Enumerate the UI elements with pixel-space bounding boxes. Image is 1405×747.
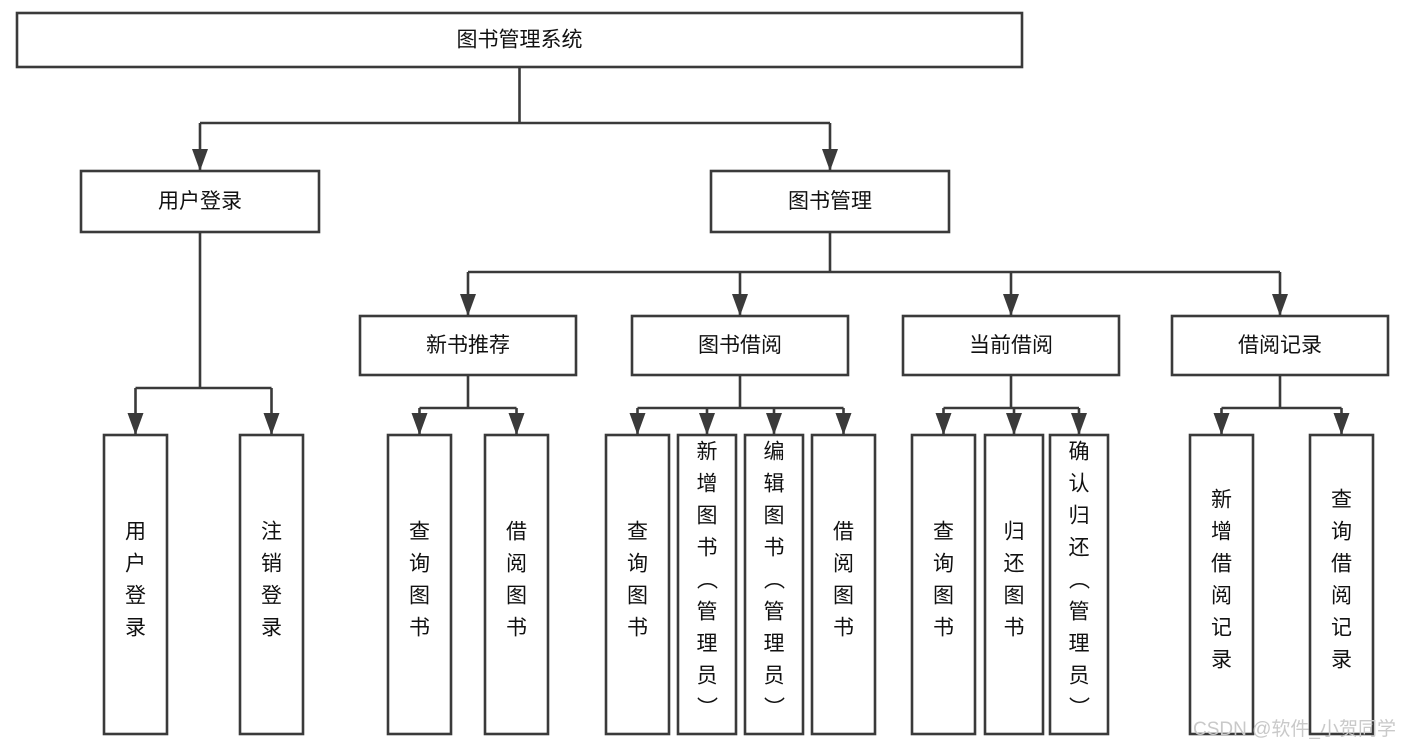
arrow-head-icon xyxy=(1006,413,1022,435)
node-label: 归还图书 xyxy=(1004,521,1025,640)
node-box[interactable] xyxy=(604,433,671,736)
arrow-head-icon xyxy=(766,413,782,435)
arrow-head-icon xyxy=(127,413,144,435)
node-level3-1[interactable]: 图书借阅 xyxy=(630,314,850,377)
arrow-head-icon xyxy=(699,413,715,435)
arrow-head-icon xyxy=(1003,294,1019,316)
arrow-head-icon xyxy=(192,149,208,171)
node-box[interactable] xyxy=(743,433,805,736)
node-box[interactable] xyxy=(386,433,453,736)
node-leaf-10[interactable]: 确认归还（管理员） xyxy=(1048,433,1110,736)
node-box[interactable] xyxy=(238,433,305,736)
csdn-watermark: CSDN @软件_小贺同学 xyxy=(1193,718,1396,740)
connector-lines-group xyxy=(127,67,1350,435)
node-leaf-8[interactable]: 查询图书 xyxy=(910,433,977,736)
arrow-head-icon xyxy=(822,149,838,171)
arrow-head-icon xyxy=(732,294,748,316)
node-box[interactable] xyxy=(676,433,738,736)
node-box[interactable] xyxy=(1188,433,1255,736)
node-root-0[interactable]: 图书管理系统 xyxy=(15,11,1024,69)
arrow-head-icon xyxy=(460,294,476,316)
node-level3-2[interactable]: 当前借阅 xyxy=(901,314,1121,377)
node-label: 确认归还（管理员） xyxy=(1069,441,1091,720)
node-box[interactable] xyxy=(1170,314,1390,377)
node-label: 用户登录 xyxy=(125,521,146,640)
node-box[interactable] xyxy=(630,314,850,377)
arrow-head-icon xyxy=(835,413,852,435)
node-leaf-6[interactable]: 编辑图书（管理员） xyxy=(743,433,805,736)
arrow-head-icon xyxy=(1333,413,1350,435)
node-level2-1[interactable]: 图书管理 xyxy=(709,169,951,234)
arrow-head-icon xyxy=(1071,413,1087,435)
node-label: 借阅图书 xyxy=(833,521,854,640)
node-box[interactable] xyxy=(709,169,951,234)
node-box[interactable] xyxy=(910,433,977,736)
node-leaf-12[interactable]: 查询借阅记录 xyxy=(1308,433,1375,736)
arrow-head-icon xyxy=(935,413,952,435)
arrow-head-icon xyxy=(1213,413,1230,435)
node-label: 查询图书 xyxy=(933,521,954,640)
node-box[interactable] xyxy=(483,433,550,736)
node-label: 编辑图书（管理员） xyxy=(764,441,786,720)
arrow-head-icon xyxy=(508,413,525,435)
node-label: 图书管理 xyxy=(788,190,872,213)
node-label: 用户登录 xyxy=(158,190,242,213)
node-label: 查询图书 xyxy=(409,521,430,640)
node-label: 新增借阅记录 xyxy=(1211,489,1232,672)
node-leaf-5[interactable]: 新增图书（管理员） xyxy=(676,433,738,736)
node-label: 图书管理系统 xyxy=(457,29,583,52)
node-boxes-group: 图书管理系统用户登录图书管理新书推荐图书借阅当前借阅借阅记录用户登录注销登录查询… xyxy=(15,11,1390,736)
node-level3-3[interactable]: 借阅记录 xyxy=(1170,314,1390,377)
node-leaf-2[interactable]: 查询图书 xyxy=(386,433,453,736)
node-label: 图书借阅 xyxy=(698,334,782,357)
node-box[interactable] xyxy=(901,314,1121,377)
node-leaf-9[interactable]: 归还图书 xyxy=(983,433,1045,736)
node-label: 借阅记录 xyxy=(1238,334,1322,357)
node-leaf-4[interactable]: 查询图书 xyxy=(604,433,671,736)
node-label: 查询借阅记录 xyxy=(1331,489,1352,672)
arrow-head-icon xyxy=(411,413,428,435)
node-box[interactable] xyxy=(1048,433,1110,736)
node-leaf-3[interactable]: 借阅图书 xyxy=(483,433,550,736)
node-label: 注销登录 xyxy=(261,521,282,640)
node-leaf-11[interactable]: 新增借阅记录 xyxy=(1188,433,1255,736)
node-label: 借阅图书 xyxy=(506,521,527,640)
arrow-head-icon xyxy=(1272,294,1288,316)
node-level2-0[interactable]: 用户登录 xyxy=(79,169,321,234)
node-leaf-1[interactable]: 注销登录 xyxy=(238,433,305,736)
node-label: 新增图书（管理员） xyxy=(697,441,719,720)
node-label: 查询图书 xyxy=(627,521,648,640)
arrow-head-icon xyxy=(263,413,280,435)
node-box[interactable] xyxy=(102,433,169,736)
node-leaf-0[interactable]: 用户登录 xyxy=(102,433,169,736)
node-box[interactable] xyxy=(358,314,578,377)
node-box[interactable] xyxy=(810,433,877,736)
node-label: 新书推荐 xyxy=(426,334,510,357)
node-label: 当前借阅 xyxy=(969,334,1053,357)
node-level3-0[interactable]: 新书推荐 xyxy=(358,314,578,377)
node-box[interactable] xyxy=(983,433,1045,736)
node-box[interactable] xyxy=(1308,433,1375,736)
node-box[interactable] xyxy=(15,11,1024,69)
arrow-head-icon xyxy=(629,413,646,435)
node-leaf-7[interactable]: 借阅图书 xyxy=(810,433,877,736)
node-box[interactable] xyxy=(79,169,321,234)
